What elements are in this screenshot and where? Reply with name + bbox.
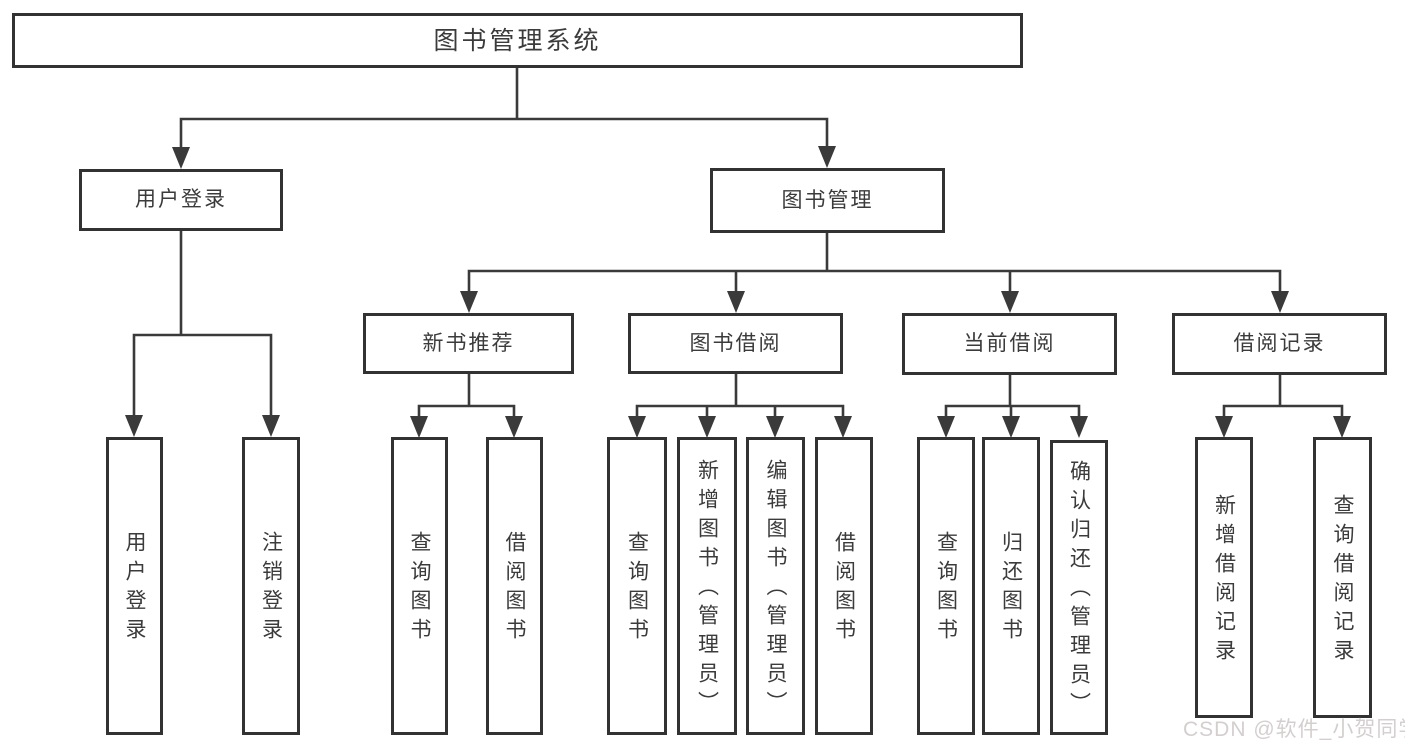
node-new-book-recommend: 新书推荐 [363, 313, 574, 374]
leaf-query-books-current: 查询图书 [917, 437, 975, 735]
leaf-edit-book-admin: 编辑图书（管理员） [746, 437, 805, 735]
leaf-user-login: 用户登录 [106, 437, 163, 735]
leaf-borrow-books-recommend: 借阅图书 [486, 437, 543, 735]
leaf-query-borrow-record: 查询借阅记录 [1313, 437, 1372, 718]
leaf-query-books-recommend: 查询图书 [391, 437, 448, 735]
leaf-borrow-books: 借阅图书 [815, 437, 873, 735]
node-user-login: 用户登录 [79, 169, 283, 231]
node-library-management-system: 图书管理系统 [12, 13, 1023, 68]
node-book-borrow: 图书借阅 [628, 313, 843, 374]
csdn-watermark: CSDN @软件_小贺同学 [1183, 718, 1405, 741]
node-book-management: 图书管理 [710, 168, 945, 233]
leaf-return-books: 归还图书 [982, 437, 1040, 735]
node-borrow-records: 借阅记录 [1172, 313, 1387, 375]
leaf-add-book-admin: 新增图书（管理员） [677, 437, 737, 735]
leaf-logout: 注销登录 [242, 437, 300, 735]
leaf-query-books-borrow: 查询图书 [607, 437, 667, 735]
leaf-add-borrow-record: 新增借阅记录 [1195, 437, 1253, 718]
node-current-borrow: 当前借阅 [902, 313, 1117, 375]
leaf-confirm-return-admin: 确认归还（管理员） [1050, 440, 1108, 735]
